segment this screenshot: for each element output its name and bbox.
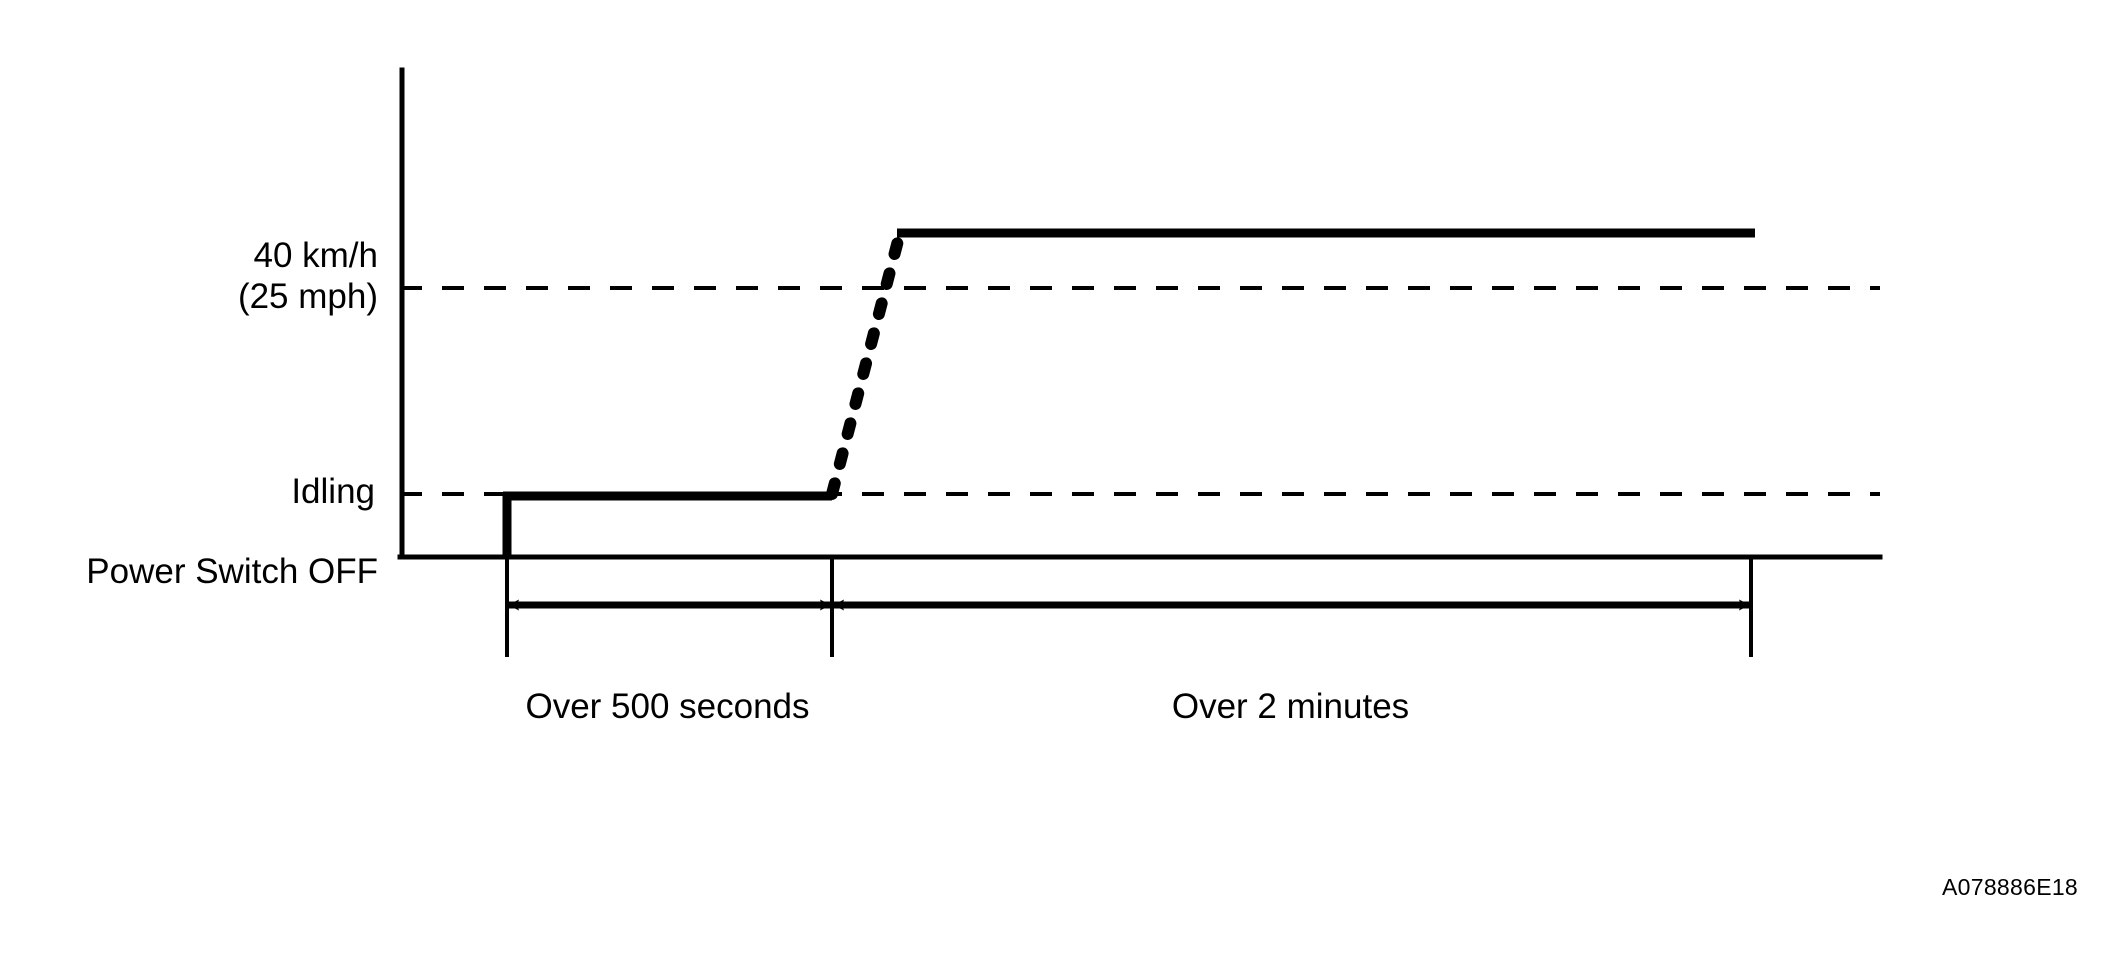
span-label-over-2-minutes: Over 2 minutes [1171,687,1410,726]
y-axis-label-idling: Idling [291,472,375,511]
y-axis-label-speed-kmh: 40 km/h [253,236,379,275]
trace-acceleration-dashed [826,227,906,500]
y-axis-label-speed-mph: (25 mph) [237,276,378,316]
y-axis-label-power-switch-off: Power Switch OFF [86,552,378,591]
span-label-over-500-seconds: Over 500 seconds [525,687,810,726]
y-axis-label-speed: 40 km/h (25 mph) [238,236,378,317]
figure-code: A078886E18 [1942,874,2079,900]
